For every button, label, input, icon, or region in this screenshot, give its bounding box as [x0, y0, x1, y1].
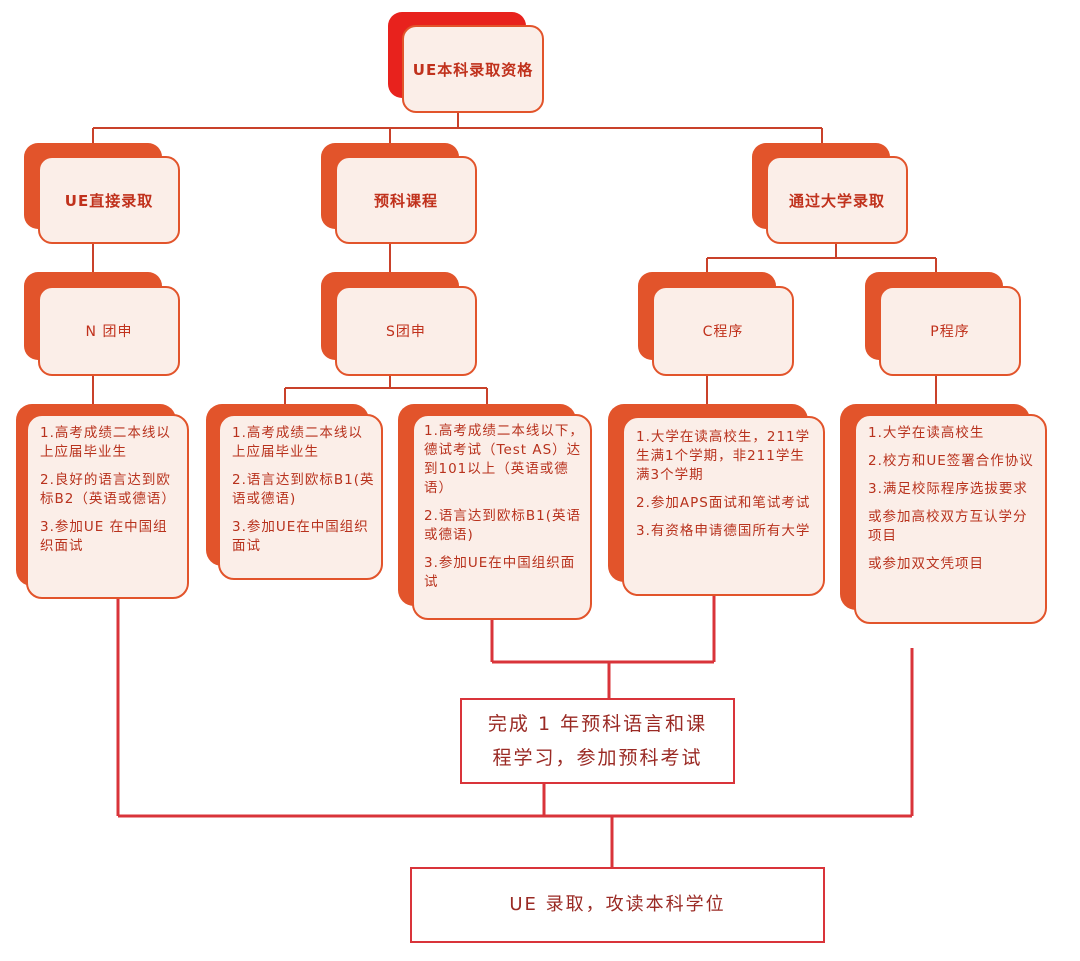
branch-university-label: 通过大学录取 — [788, 191, 885, 210]
requirements-card-s2-box: 1.高考成绩二本线以下，德试考试（Test AS）达到101以上（英语或德语） … — [412, 414, 592, 620]
requirement-item: 1.高考成绩二本线以下，德试考试（Test AS）达到101以上（英语或德语） — [424, 423, 584, 496]
program-n-label: N 团申 — [85, 324, 133, 340]
program-p-label: P程序 — [930, 324, 970, 340]
requirement-item: 3.参加UE 在中国组织面试 — [40, 519, 168, 554]
requirement-item: 或参加双文凭项目 — [868, 556, 984, 572]
foundation-box: 完成 1 年预科语言和课 程学习，参加预科考试 — [460, 698, 735, 784]
root-label: UE本科录取资格 — [412, 60, 534, 79]
requirements-card-c-box: 1.大学在读高校生，211学生满1个学期，非211学生满3个学期 2.参加APS… — [622, 416, 825, 596]
branch-ue-direct-box: UE直接录取 — [38, 156, 180, 244]
branch-ue-direct-label: UE直接录取 — [64, 191, 154, 210]
program-p: P程序 — [865, 272, 1025, 380]
program-c-label: C程序 — [702, 324, 744, 340]
requirement-item: 1.高考成绩二本线以上应届毕业生 — [232, 425, 363, 460]
requirement-item: 2.参加APS面试和笔试考试 — [636, 495, 811, 511]
program-n: N 团申 — [24, 272, 184, 380]
requirement-item: 1.大学在读高校生，211学生满1个学期，非211学生满3个学期 — [636, 429, 811, 483]
requirement-item: 3.参加UE在中国组织面试 — [232, 519, 369, 554]
program-c: C程序 — [638, 272, 798, 380]
requirement-item: 3.参加UE在中国组织面试 — [424, 555, 576, 590]
requirement-item: 2.校方和UE签署合作协议 — [868, 453, 1034, 469]
requirement-item: 或参加高校双方互认学分项目 — [868, 509, 1028, 544]
requirements-card-s2: 1.高考成绩二本线以下，德试考试（Test AS）达到101以上（英语或德语） … — [398, 404, 593, 621]
branch-university: 通过大学录取 — [752, 143, 912, 248]
branch-university-box: 通过大学录取 — [766, 156, 908, 244]
requirement-item: 2.语言达到欧标B1(英语或德语) — [232, 472, 375, 507]
branch-foundation-course-label: 预科课程 — [373, 191, 438, 210]
foundation-line-2: 程学习，参加预科考试 — [492, 747, 703, 769]
requirements-card-s1: 1.高考成绩二本线以上应届毕业生 2.语言达到欧标B1(英语或德语) 3.参加U… — [206, 404, 384, 580]
requirement-item: 3.满足校际程序选拔要求 — [868, 481, 1028, 497]
requirement-item: 3.有资格申请德国所有大学 — [636, 523, 811, 539]
branch-ue-direct: UE直接录取 — [24, 143, 184, 248]
requirements-card-n-box: 1.高考成绩二本线以上应届毕业生 2.良好的语言达到欧标B2（英语或德语） 3.… — [26, 414, 189, 599]
root-node-box: UE本科录取资格 — [402, 25, 544, 113]
program-s: S团申 — [321, 272, 481, 380]
requirements-card-c: 1.大学在读高校生，211学生满1个学期，非211学生满3个学期 2.参加APS… — [608, 404, 826, 596]
program-n-box: N 团申 — [38, 286, 180, 376]
branch-foundation-course: 预科课程 — [321, 143, 481, 248]
program-c-box: C程序 — [652, 286, 794, 376]
requirement-item: 2.良好的语言达到欧标B2（英语或德语） — [40, 472, 176, 507]
foundation-line-1: 完成 1 年预科语言和课 — [487, 713, 708, 735]
branch-foundation-course-box: 预科课程 — [335, 156, 477, 244]
requirement-item: 1.大学在读高校生 — [868, 425, 985, 441]
program-s-box: S团申 — [335, 286, 477, 376]
program-p-box: P程序 — [879, 286, 1021, 376]
final-label: UE 录取，攻读本科学位 — [509, 894, 726, 915]
requirements-card-s1-box: 1.高考成绩二本线以上应届毕业生 2.语言达到欧标B1(英语或德语) 3.参加U… — [218, 414, 383, 580]
requirements-card-p-box: 1.大学在读高校生 2.校方和UE签署合作协议 3.满足校际程序选拔要求 或参加… — [854, 414, 1047, 624]
requirement-item: 2.语言达到欧标B1(英语或德语) — [424, 508, 581, 543]
requirements-card-n: 1.高考成绩二本线以上应届毕业生 2.良好的语言达到欧标B2（英语或德语） 3.… — [16, 404, 191, 600]
root-node: UE本科录取资格 — [388, 12, 548, 117]
requirement-item: 1.高考成绩二本线以上应届毕业生 — [40, 425, 171, 460]
final-box: UE 录取，攻读本科学位 — [410, 867, 825, 943]
program-s-label: S团申 — [386, 324, 426, 340]
requirements-card-p: 1.大学在读高校生 2.校方和UE签署合作协议 3.满足校际程序选拔要求 或参加… — [840, 404, 1048, 624]
